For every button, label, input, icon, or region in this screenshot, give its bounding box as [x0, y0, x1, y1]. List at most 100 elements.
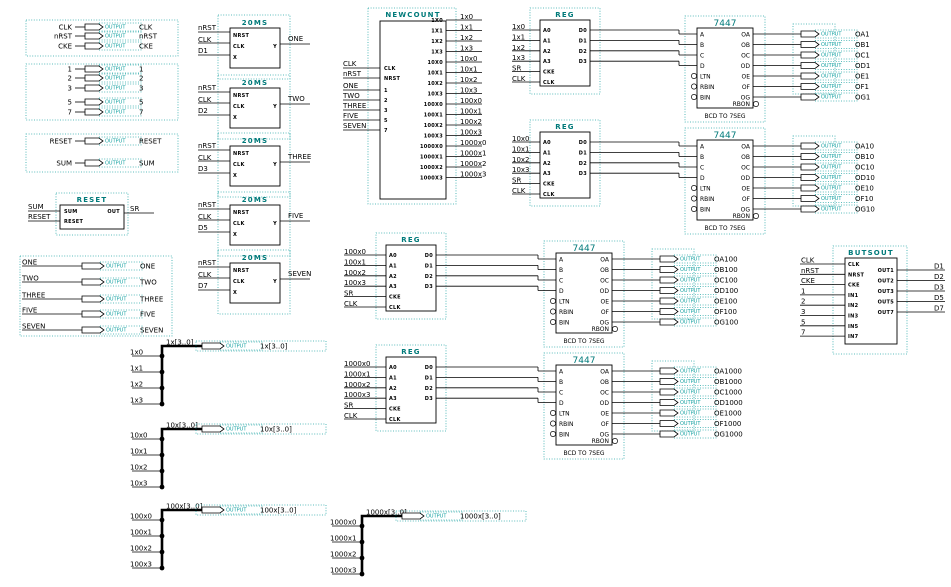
pin-output-label: OG1000	[714, 430, 743, 438]
port-label: C	[700, 52, 704, 59]
port-label: BIN	[700, 206, 710, 213]
pin-body	[659, 266, 679, 273]
net-label: 5	[801, 318, 805, 326]
newcount-block[interactable]: NEWCOUNTCLKNRST123571X01X11X21X310X010X1…	[367, 7, 457, 205]
port-label: 100X3	[424, 134, 443, 140]
net-label: 10x3	[460, 87, 478, 95]
port-label: 10X3	[428, 92, 444, 98]
port-label: NRST	[233, 93, 250, 99]
port-label: D2	[579, 161, 587, 167]
port-label: B	[700, 154, 704, 161]
port-label: A2	[389, 274, 397, 280]
block-body	[555, 252, 613, 334]
port-label: RBIN	[559, 309, 574, 316]
pin-body	[84, 74, 104, 82]
block-body	[229, 27, 281, 69]
port-label: RBON	[733, 213, 750, 220]
pin-name-label: CLK	[59, 23, 73, 31]
butsout-block[interactable]: BUTSOUTCLKNRSTCKEIN1IN2IN3IN5IN7OUT1OUT2…	[832, 245, 908, 355]
port-label: CLK	[233, 279, 245, 285]
port-label: CLK	[384, 66, 396, 72]
net-label: THREE	[287, 153, 311, 161]
pin-group-frame	[195, 423, 327, 435]
inversion-bubble	[550, 410, 556, 416]
port-label: D2	[425, 274, 433, 280]
pin-type-label: OUTPUT	[821, 42, 842, 48]
net-label: 1x2	[460, 34, 473, 42]
pin-type-label: OUTPUT	[680, 320, 701, 326]
pin-frame	[99, 309, 143, 319]
port-label: D0	[579, 28, 587, 34]
inversion-bubble	[691, 83, 697, 90]
port-label: OF	[601, 421, 610, 428]
pin-type-label: OUTPUT	[680, 299, 701, 305]
pin-output-label: OB1000	[714, 378, 742, 386]
net-label: D5	[934, 294, 944, 302]
inversion-bubble	[753, 101, 759, 107]
port-label: 100X1	[424, 113, 443, 119]
pin-body	[659, 430, 679, 438]
